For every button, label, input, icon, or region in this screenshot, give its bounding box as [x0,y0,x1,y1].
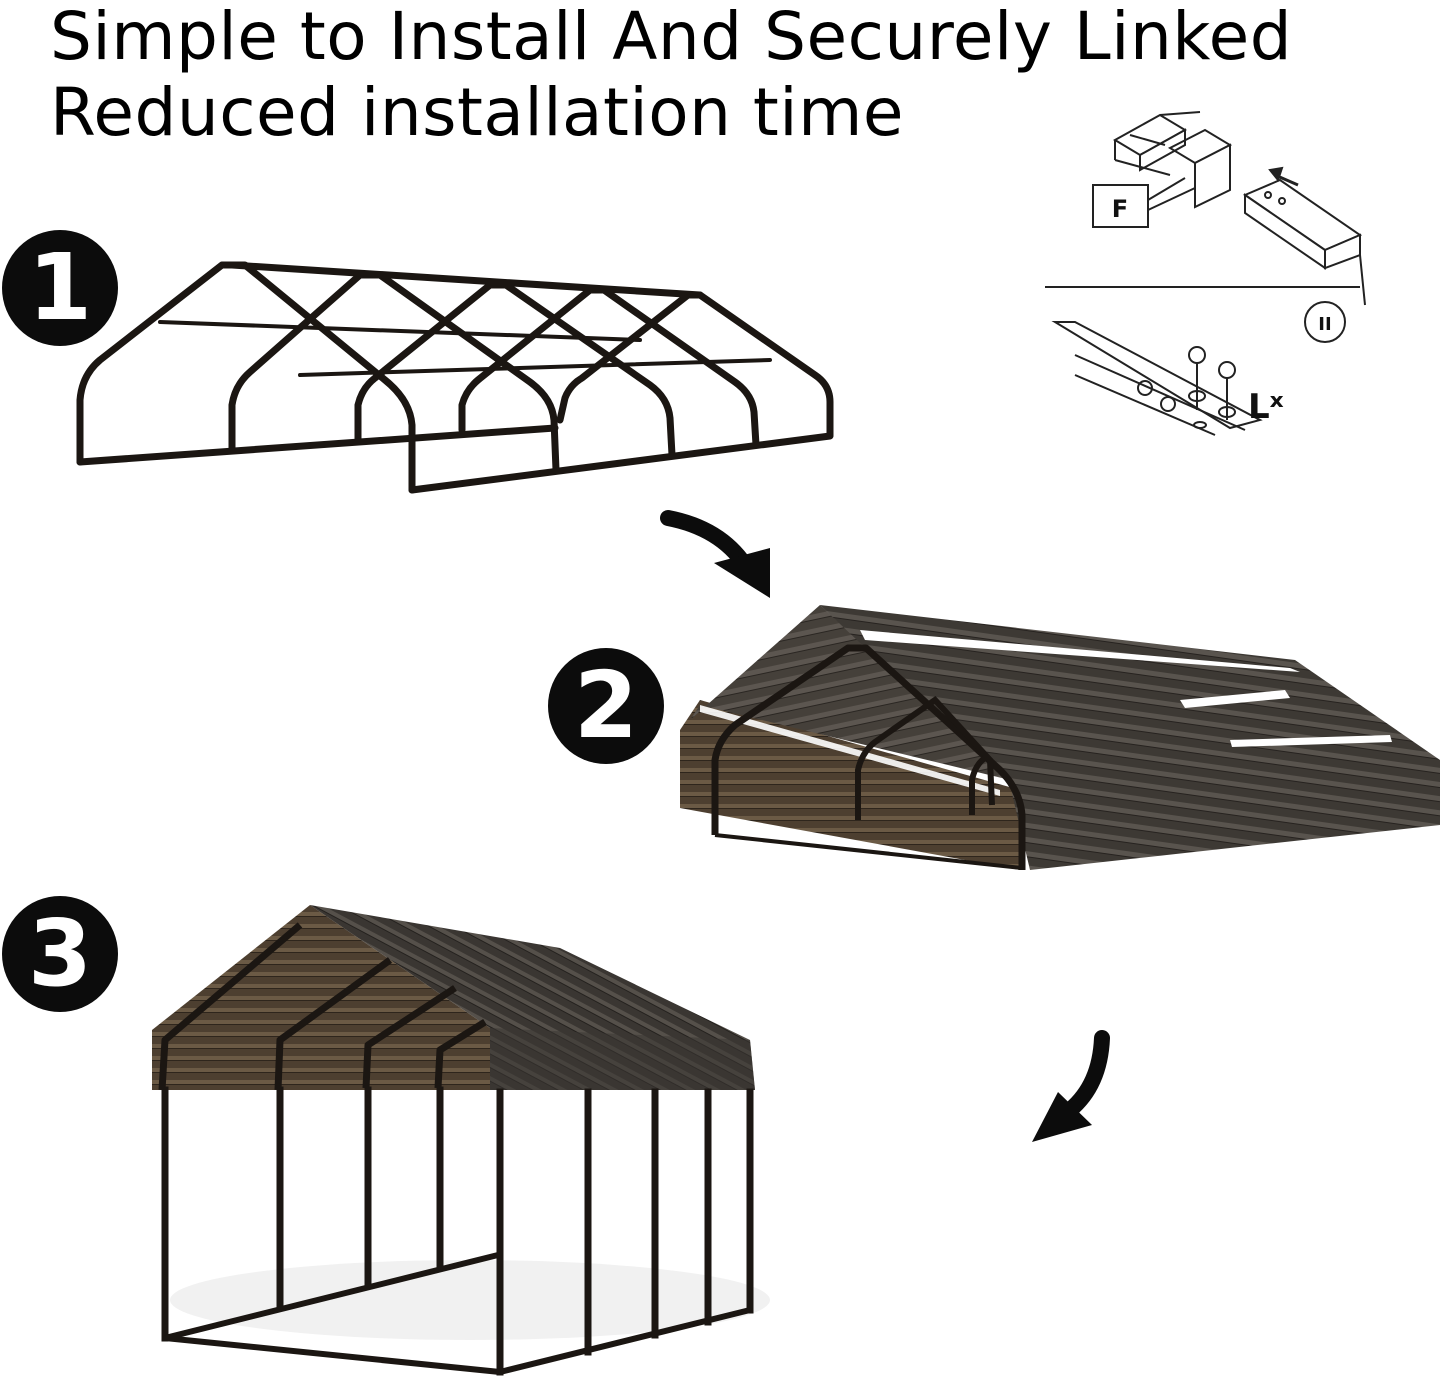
step-2-partial-roof-illustration [680,605,1440,870]
detail-bolt-label: Lˣ [1248,387,1284,427]
assembly-detail-diagram [1045,111,1366,436]
step-2-badge: 2 [548,648,664,764]
arrow-to-step-2 [660,510,770,598]
assembly-detail-labels: F II Lˣ [1112,195,1332,427]
detail-part-label: F [1112,195,1128,223]
arrow-to-step-3 [1032,1030,1110,1142]
step-1-frame-illustration [76,261,834,494]
detail-roman-label: II [1318,314,1331,335]
headline-line-1: Simple to Install And Securely Linked [50,0,1293,75]
step-1-badge: 1 [2,230,118,346]
step-3-finished-carport-illustration [152,905,770,1376]
headline-line-2: Reduced installation time [50,74,904,151]
step-3-badge: 3 [2,896,118,1012]
